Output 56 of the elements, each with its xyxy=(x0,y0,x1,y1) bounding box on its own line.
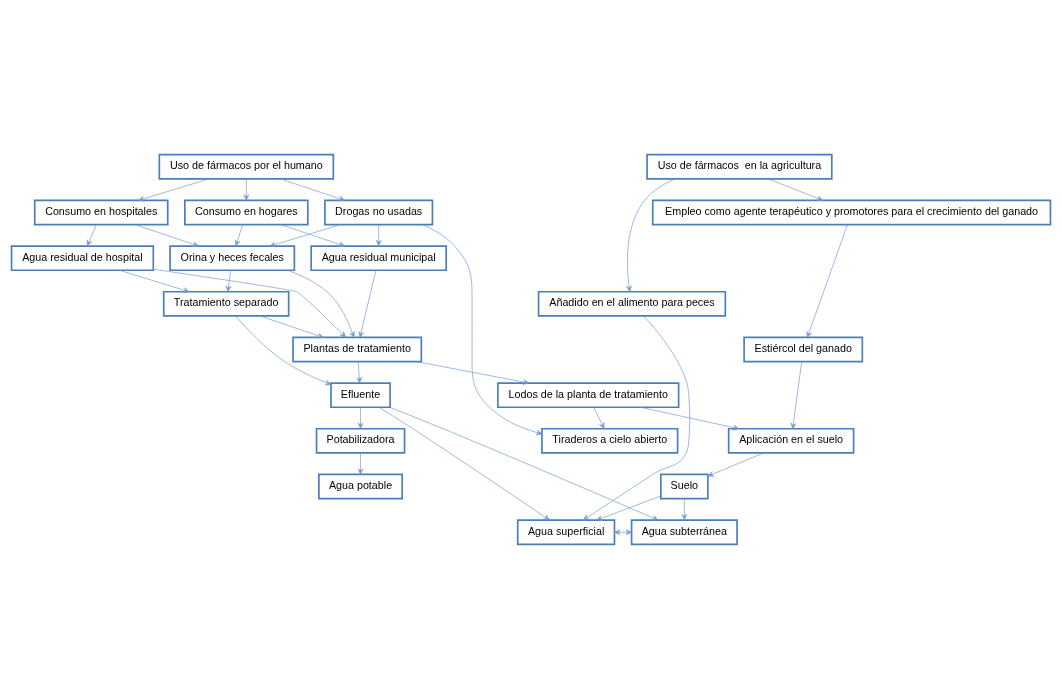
arrow xyxy=(614,528,632,535)
node-box: Potabilizadora xyxy=(315,427,406,454)
node-box: Estiércol del ganado xyxy=(743,336,864,362)
node-box: Agua superficial xyxy=(516,518,616,545)
arrow xyxy=(269,223,342,247)
node-box: Añadido en el alimento para peces xyxy=(537,290,727,317)
arrow xyxy=(640,406,740,430)
node-box: Orina y heces fecales xyxy=(169,244,296,271)
arrow xyxy=(234,223,243,246)
node-box: Consumo en hogares xyxy=(184,199,309,225)
arrow xyxy=(286,269,355,338)
node-box: Suelo xyxy=(660,473,709,499)
node-box: Uso de fármacos por el humano xyxy=(158,153,335,180)
arrow xyxy=(768,178,823,201)
arrow xyxy=(134,223,199,247)
node-box: Agua residual municipal xyxy=(310,244,448,271)
arrow xyxy=(280,178,345,201)
arrow xyxy=(378,406,550,520)
arrow xyxy=(583,315,691,520)
arrow xyxy=(681,498,688,520)
arrow xyxy=(593,406,605,429)
node-box: Tratamiento separado xyxy=(162,290,290,317)
node-box: Agua subterránea xyxy=(630,518,738,545)
node-box: Plantas de tratamiento xyxy=(292,336,423,362)
arrow xyxy=(280,223,345,247)
arrow xyxy=(138,178,210,201)
node-box: Drogas no usadas xyxy=(324,199,434,225)
arrow xyxy=(358,269,377,338)
arrow xyxy=(153,268,346,338)
arrow xyxy=(356,361,362,383)
arrow xyxy=(416,360,530,385)
node-box: Aplicación en el suelo xyxy=(727,427,855,454)
arrow xyxy=(259,315,324,338)
node-box: Consumo en hospitales xyxy=(33,199,169,225)
node-box: Lodos de la planta de tratamiento xyxy=(497,381,680,408)
arrow xyxy=(422,223,543,435)
arrow xyxy=(707,452,764,477)
arrow xyxy=(790,360,802,429)
node-box: Efluente xyxy=(330,381,391,408)
node-box: Empleo como agente terapéutico y promotores para el crecimiento del ganado xyxy=(651,199,1052,225)
arrow xyxy=(626,178,676,292)
node-box: Tiraderos a cielo abierto xyxy=(541,427,679,454)
arrow xyxy=(243,178,250,200)
arrow xyxy=(596,495,662,521)
arrow xyxy=(357,406,364,429)
arrow xyxy=(235,315,332,385)
node-box: Uso de fármacos en la agricultura xyxy=(646,153,833,180)
node-box: Agua residual de hospital xyxy=(10,244,155,271)
arrow xyxy=(86,223,97,246)
arrow xyxy=(357,452,364,474)
arrow xyxy=(806,223,848,338)
arrow xyxy=(225,269,232,292)
arrow xyxy=(119,269,190,293)
arrow xyxy=(375,223,382,246)
node-box: Agua potable xyxy=(318,473,404,499)
arrow xyxy=(389,406,659,520)
